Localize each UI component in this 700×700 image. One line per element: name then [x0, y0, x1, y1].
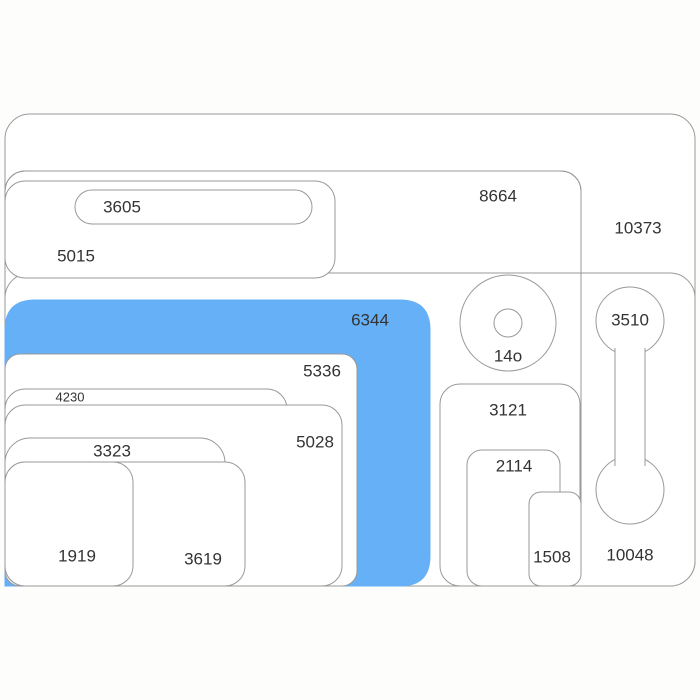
- box-1508: [528, 491, 582, 587]
- dumbbell-3510: [595, 286, 665, 525]
- label-2114: 2114: [496, 456, 533, 475]
- label-3323: 3323: [93, 441, 131, 460]
- label-8664: 8664: [479, 186, 517, 205]
- label-5336: 5336: [303, 361, 341, 380]
- box-1919: [4, 461, 134, 587]
- label-3619: 3619: [184, 549, 222, 568]
- label-5015: 5015: [57, 246, 95, 265]
- label-3121: 3121: [489, 400, 527, 419]
- label-4230: 4230: [56, 389, 85, 404]
- label-14o: 14o: [494, 346, 522, 365]
- label-10373: 10373: [614, 218, 661, 237]
- label-5028: 5028: [296, 432, 334, 451]
- pill-3605: [74, 189, 313, 225]
- label-3510: 3510: [611, 310, 649, 329]
- label-1508: 1508: [533, 547, 571, 566]
- label-6344: 6344: [351, 310, 389, 329]
- label-1919: 1919: [58, 546, 96, 565]
- label-3605: 3605: [103, 197, 141, 216]
- ring-14o-inner: [493, 308, 523, 338]
- label-10048: 10048: [606, 545, 653, 564]
